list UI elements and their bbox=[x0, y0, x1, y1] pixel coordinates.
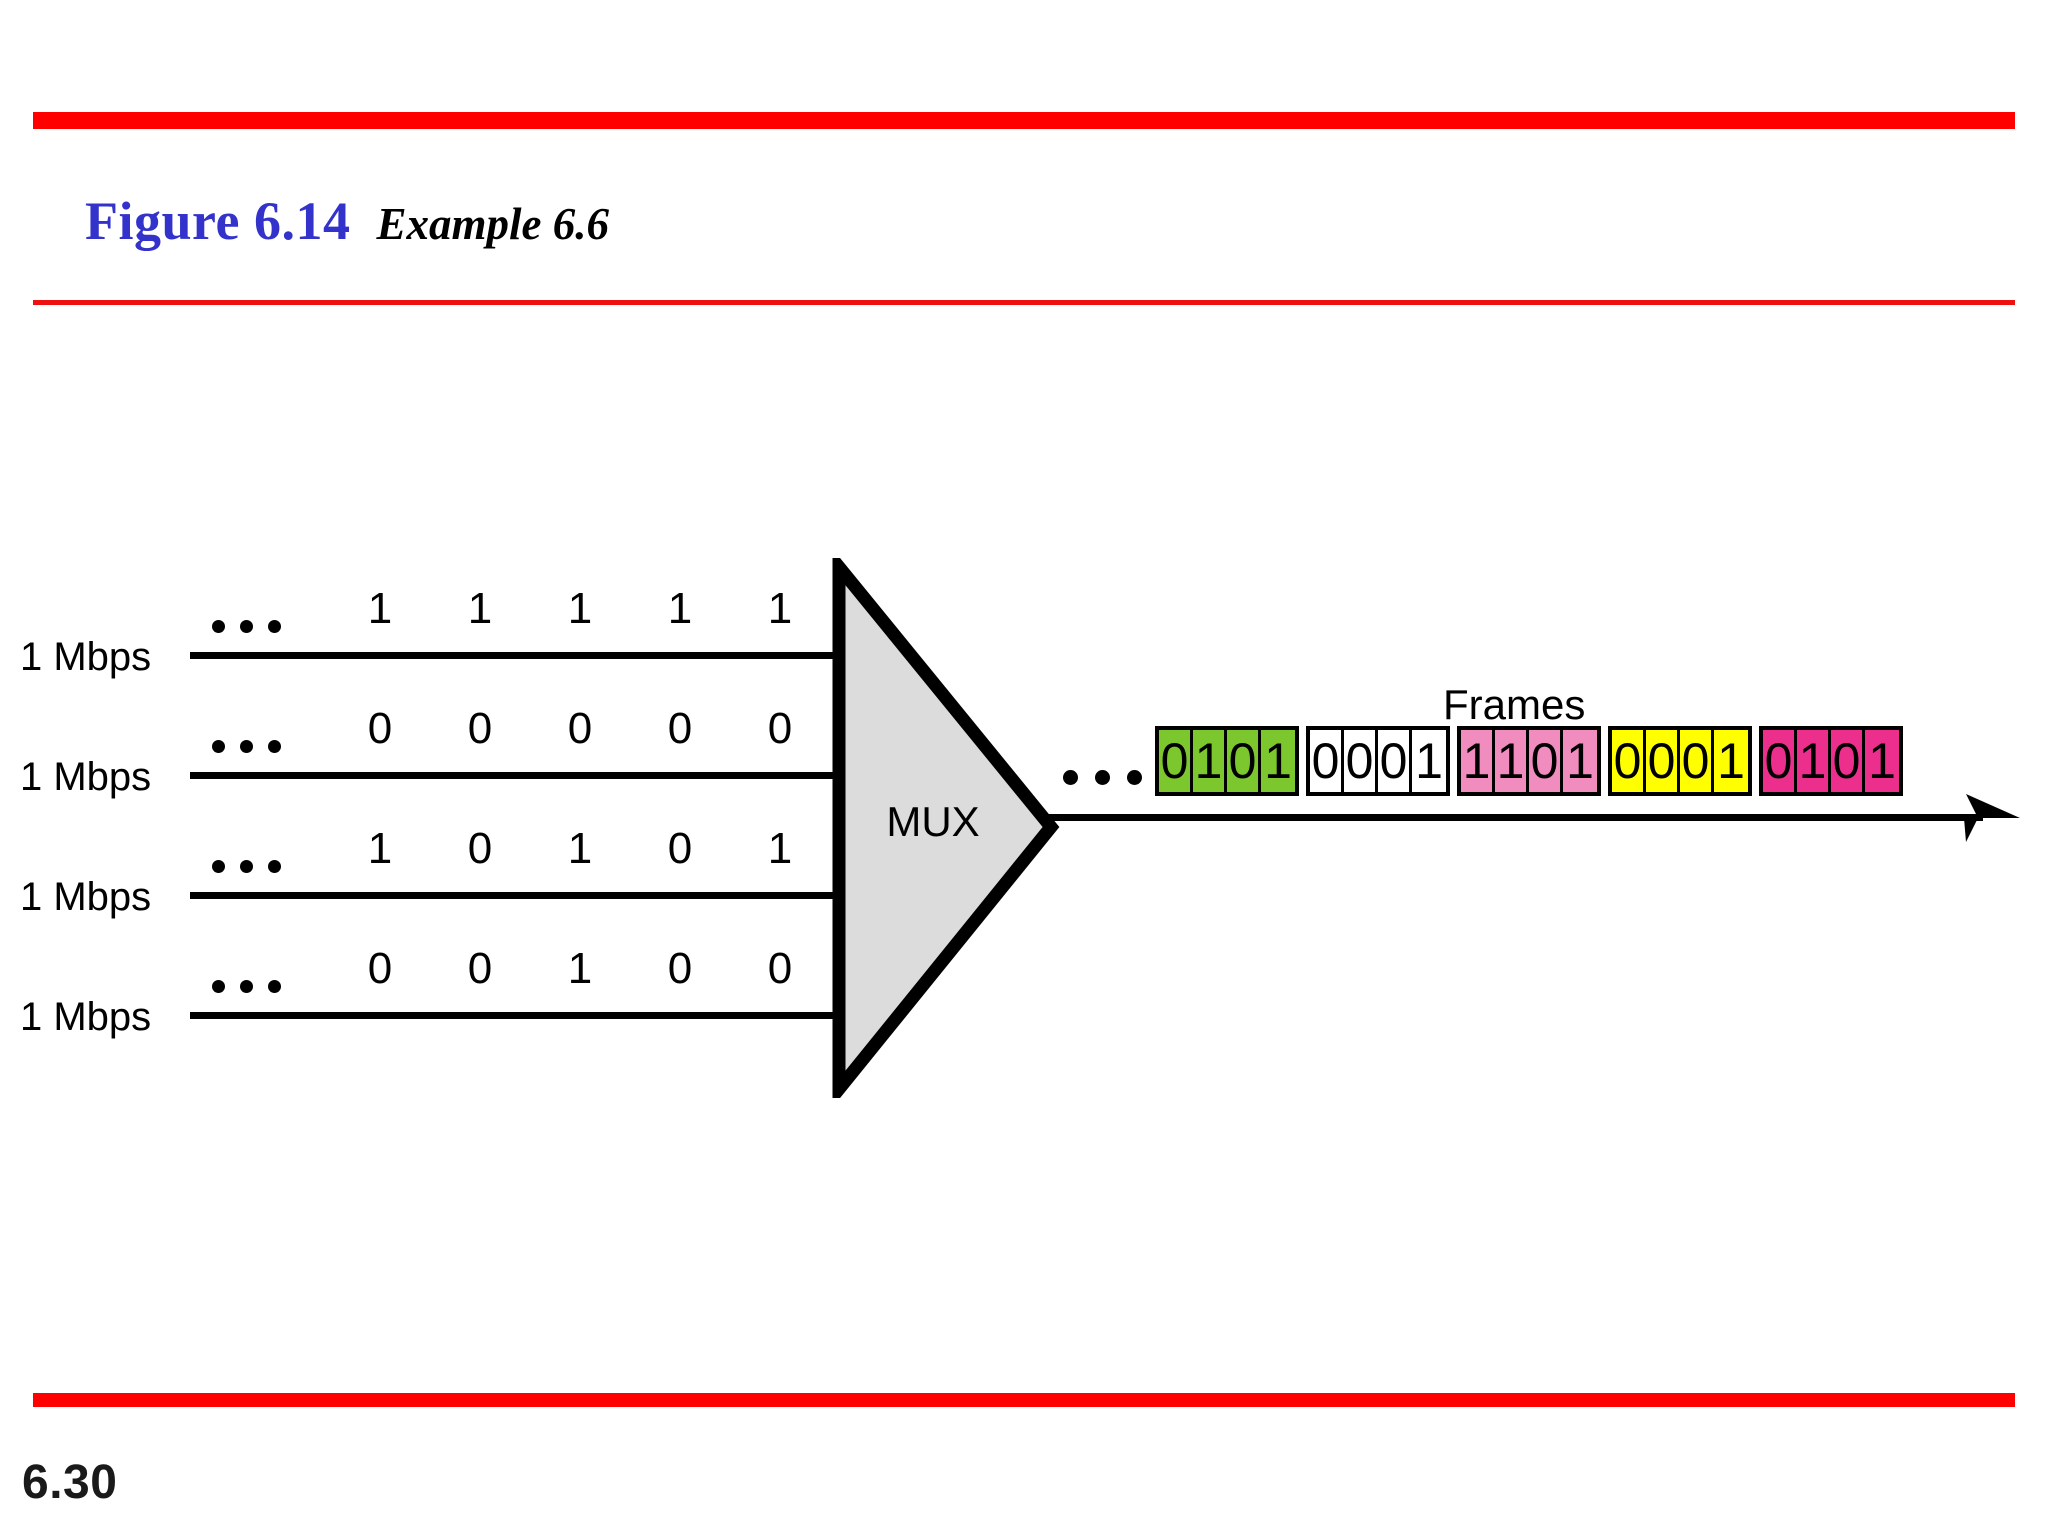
input-bit: 0 bbox=[367, 704, 393, 753]
frame-cell: 0 bbox=[1680, 730, 1714, 792]
frame: 0 1 0 1 bbox=[1155, 726, 1299, 796]
frame-cell: 0 bbox=[1763, 730, 1797, 792]
input-line-2 bbox=[190, 772, 850, 779]
frame-cell: 1 bbox=[1797, 730, 1831, 792]
frame-cell: 1 bbox=[1261, 730, 1295, 792]
input-bit: 0 bbox=[367, 944, 393, 993]
frames-strip: 0 1 0 1 0 0 0 1 1 1 0 1 0 0 0 1 0 1 0 1 bbox=[1155, 726, 1903, 796]
input-bits-row-4: 0 0 1 0 0 bbox=[330, 945, 830, 993]
frame-cell: 0 bbox=[1378, 730, 1412, 792]
frame-cell: 0 bbox=[1227, 730, 1261, 792]
input-bit: 0 bbox=[767, 944, 793, 993]
output-line bbox=[1048, 814, 1983, 821]
input-bit: 0 bbox=[667, 944, 693, 993]
input-bit: 0 bbox=[767, 704, 793, 753]
frame-cell: 1 bbox=[1563, 730, 1597, 792]
figure-caption: Example 6.6 bbox=[376, 199, 609, 249]
frame-cell: 1 bbox=[1865, 730, 1899, 792]
input-rate-label-3: 1 Mbps bbox=[20, 875, 152, 919]
frame: 0 0 0 1 bbox=[1306, 726, 1450, 796]
input-bits-row-3: 1 0 1 0 1 bbox=[330, 825, 830, 873]
input-bit: 0 bbox=[467, 824, 493, 873]
ellipsis-dots-icon-input-2 bbox=[212, 740, 281, 753]
input-bit: 1 bbox=[567, 944, 593, 993]
ellipsis-dots-icon-input-4 bbox=[212, 980, 281, 993]
ellipsis-dots-icon-input-3 bbox=[212, 860, 281, 873]
input-bit: 0 bbox=[667, 824, 693, 873]
input-bits-row-1: 1 1 1 1 1 bbox=[330, 585, 830, 633]
input-bit: 0 bbox=[667, 704, 693, 753]
input-bits-row-2: 0 0 0 0 0 bbox=[330, 705, 830, 753]
figure-number: Figure 6.14 bbox=[85, 191, 351, 251]
input-line-1 bbox=[190, 652, 850, 659]
frame: 0 0 0 1 bbox=[1608, 726, 1752, 796]
frame-cell: 1 bbox=[1495, 730, 1529, 792]
frame-cell: 0 bbox=[1612, 730, 1646, 792]
input-line-3 bbox=[190, 892, 850, 899]
frame-cell: 1 bbox=[1193, 730, 1227, 792]
input-bit: 1 bbox=[667, 584, 693, 633]
frame-cell: 0 bbox=[1529, 730, 1563, 792]
input-bit: 1 bbox=[567, 584, 593, 633]
ellipsis-dots-icon-output bbox=[1063, 770, 1142, 785]
input-rate-label-2: 1 Mbps bbox=[20, 755, 152, 799]
frame-cell: 0 bbox=[1646, 730, 1680, 792]
frame-cell: 0 bbox=[1159, 730, 1193, 792]
arrow-right-icon bbox=[1964, 794, 2020, 842]
mux-triangle-shape bbox=[832, 558, 1060, 1098]
input-bit: 0 bbox=[567, 704, 593, 753]
top-accent-bar bbox=[33, 112, 2015, 129]
mux-label: MUX bbox=[886, 798, 980, 845]
frame-cell: 1 bbox=[1714, 730, 1748, 792]
input-bit: 1 bbox=[767, 824, 793, 873]
bottom-accent-bar bbox=[33, 1393, 2015, 1407]
frame-cell: 0 bbox=[1310, 730, 1344, 792]
frames-label: Frames bbox=[1443, 681, 1586, 728]
input-bit: 1 bbox=[367, 824, 393, 873]
title-underline-rule bbox=[33, 300, 2015, 305]
input-line-4 bbox=[190, 1012, 850, 1019]
input-bit: 1 bbox=[467, 584, 493, 633]
input-rate-label-1: 1 Mbps bbox=[20, 635, 152, 679]
input-bit: 0 bbox=[467, 944, 493, 993]
frame-cell: 0 bbox=[1344, 730, 1378, 792]
frame: 0 1 0 1 bbox=[1759, 726, 1903, 796]
slide-page-number: 6.30 bbox=[22, 1456, 118, 1509]
frame-cell: 0 bbox=[1831, 730, 1865, 792]
input-bit: 1 bbox=[567, 824, 593, 873]
ellipsis-dots-icon-input-1 bbox=[212, 620, 281, 633]
page-title: Figure 6.14 Example 6.6 bbox=[85, 190, 609, 251]
input-rate-label-4: 1 Mbps bbox=[20, 995, 152, 1039]
frame-cell: 1 bbox=[1412, 730, 1446, 792]
input-bit: 1 bbox=[767, 584, 793, 633]
frame-cell: 1 bbox=[1461, 730, 1495, 792]
frame: 1 1 0 1 bbox=[1457, 726, 1601, 796]
input-bit: 0 bbox=[467, 704, 493, 753]
input-bit: 1 bbox=[367, 584, 393, 633]
